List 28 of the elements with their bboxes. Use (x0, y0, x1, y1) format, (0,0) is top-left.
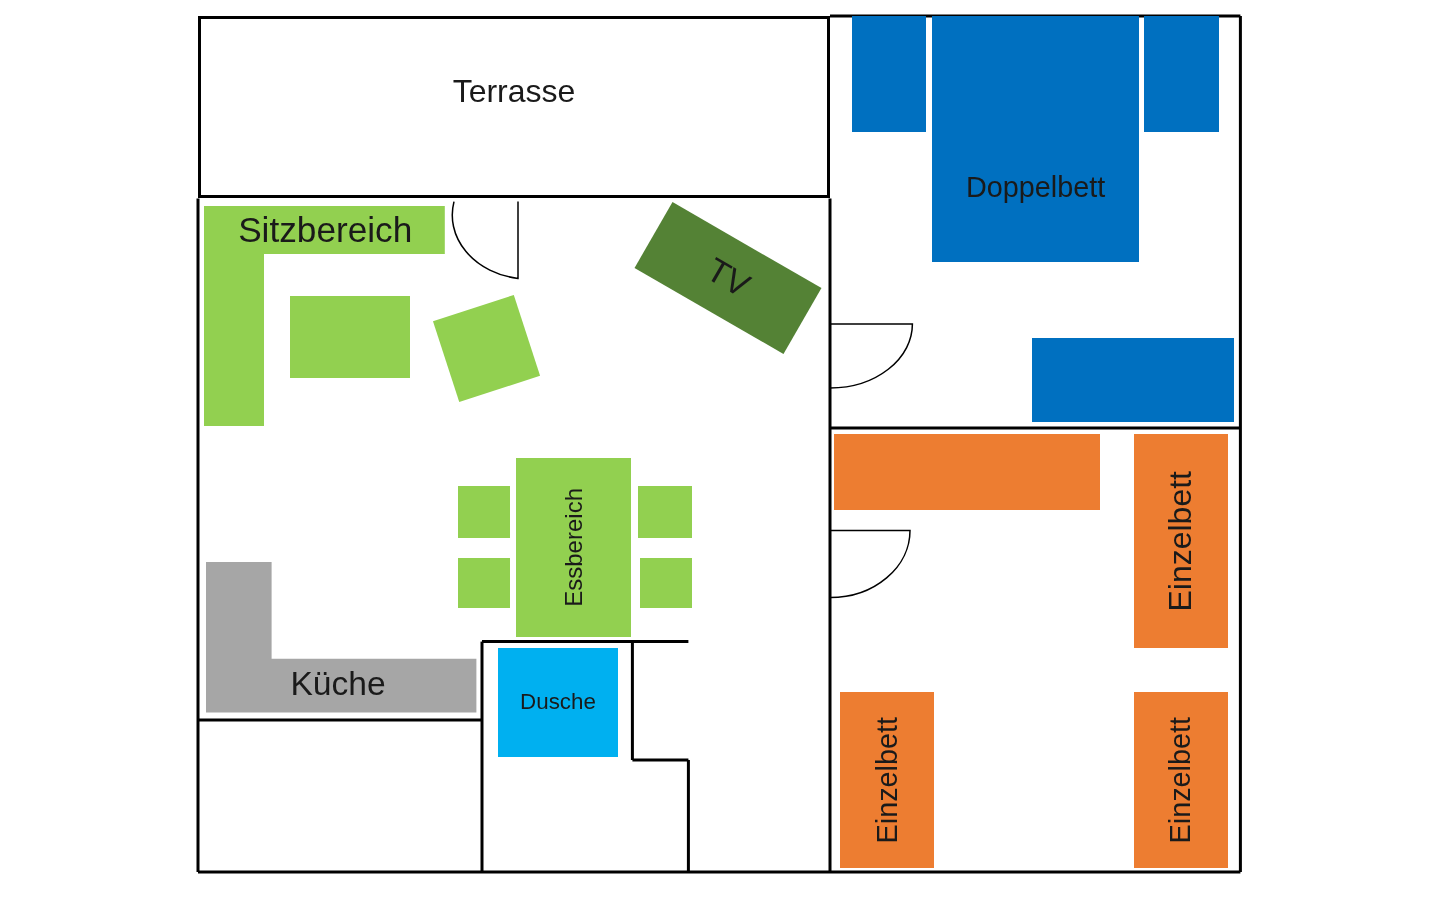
kitchen-counter (206, 561, 477, 712)
single-bed (1134, 692, 1228, 868)
furniture-label: Küche (290, 665, 386, 703)
furniture-label: Einzelbett (1164, 716, 1198, 844)
furniture-label: Doppelbett (965, 170, 1106, 204)
single-bed (840, 692, 934, 868)
furniture-label: TV (699, 250, 757, 306)
coffee-table (290, 296, 410, 379)
nightstand (851, 16, 926, 132)
dining-table (516, 458, 631, 637)
furniture-label: Sitzbereich (238, 210, 413, 251)
corner-sofa (203, 206, 445, 427)
nightstand (1144, 16, 1219, 132)
desk (834, 434, 1100, 510)
bed-bench (1032, 338, 1234, 422)
chair (638, 485, 692, 539)
terrace-room (198, 16, 830, 199)
chair (458, 557, 510, 608)
furniture-label: Essbereich (559, 488, 588, 607)
room-label: Terrasse (452, 72, 576, 110)
single-bed (1134, 434, 1228, 648)
chair (458, 485, 510, 539)
furniture-label: Dusche (520, 689, 596, 716)
double-bed (932, 16, 1139, 263)
shower-tray (498, 648, 618, 757)
furniture-label: Einzelbett (1162, 470, 1200, 612)
chair (639, 557, 693, 608)
furniture-label: Einzelbett (870, 716, 904, 844)
